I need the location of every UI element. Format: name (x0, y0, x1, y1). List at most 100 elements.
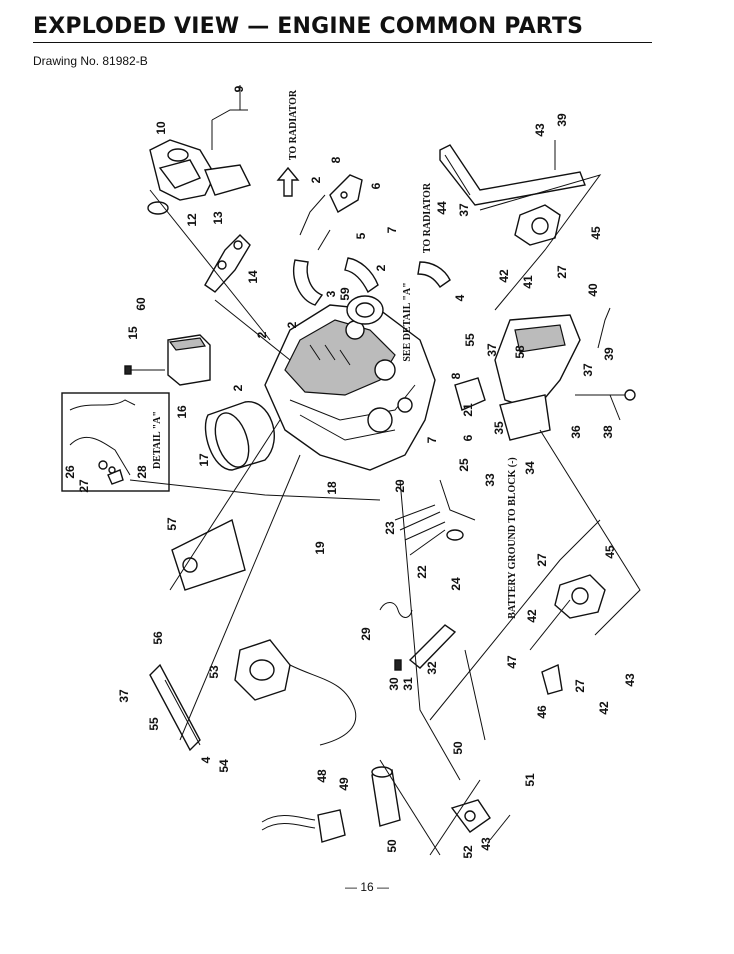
label-19: 19 (313, 541, 327, 555)
label-13: 13 (211, 211, 225, 225)
detail-a-box (61, 392, 170, 492)
label-25: 25 (457, 458, 471, 472)
label-37-d: 37 (117, 689, 131, 703)
label-37-b: 37 (581, 363, 595, 377)
label-36: 36 (569, 425, 583, 439)
label-54: 54 (217, 759, 231, 773)
label-2-b: 2 (231, 384, 245, 391)
drawing-number: Drawing No. 81982-B (33, 54, 148, 68)
gasket-14 (204, 234, 251, 293)
label-56: 56 (151, 631, 165, 645)
label-2-e: 2 (285, 321, 299, 328)
label-42-c: 42 (597, 701, 611, 715)
label-50-a: 50 (451, 741, 465, 755)
callout-to-radiator-2: TO RADIATOR (422, 182, 433, 253)
label-47: 47 (505, 655, 519, 669)
label-29: 29 (359, 627, 373, 641)
label-57: 57 (165, 517, 179, 531)
label-8-a: 8 (329, 156, 343, 163)
label-16: 16 (175, 405, 189, 419)
label-42-b: 42 (525, 609, 539, 623)
label-37-c: 37 (485, 343, 499, 357)
engine-block (264, 304, 436, 471)
label-23: 23 (383, 521, 397, 535)
mounting-rail-upper (439, 144, 586, 206)
label-58: 58 (513, 345, 527, 359)
arrow-icon (276, 166, 300, 197)
label-28: 28 (135, 465, 149, 479)
label-59: 59 (338, 287, 352, 301)
label-24: 24 (449, 577, 463, 591)
label-37-a: 37 (457, 203, 471, 217)
label-38: 38 (601, 425, 615, 439)
label-48: 48 (315, 769, 329, 783)
title-underline (33, 42, 652, 43)
label-9: 9 (232, 85, 246, 92)
label-18: 18 (325, 481, 339, 495)
bracket-assembly-right (494, 314, 636, 441)
air-cleaner-bracket (124, 334, 211, 386)
bracket-bottom-right (450, 799, 511, 841)
label-5: 5 (354, 232, 368, 239)
label-27-b: 27 (77, 479, 91, 493)
leader-lines (129, 85, 641, 856)
label-34: 34 (523, 461, 537, 475)
linkage-parts (394, 479, 476, 556)
callout-battery-ground: BATTERY GROUND TO BLOCK (-) (507, 457, 518, 619)
label-53: 53 (207, 665, 221, 679)
label-15: 15 (126, 326, 140, 340)
label-2-c: 2 (309, 176, 323, 183)
page-number: — 16 — (344, 880, 389, 894)
callout-see-detail-a: SEE DETAIL "A" (402, 282, 413, 361)
spring-and-hose (379, 602, 457, 671)
label-6-a: 6 (369, 182, 383, 189)
part-number-labels: 9 10 12 13 14 15 60 2 16 2 17 8 2 6 7 5 … (63, 85, 637, 858)
thermostat-housing (346, 295, 384, 325)
plate-57 (171, 518, 246, 591)
label-51: 51 (523, 773, 537, 787)
mounting-rail-lower (149, 663, 201, 752)
label-27-a: 27 (555, 265, 569, 279)
label-30: 30 (387, 677, 401, 691)
label-39-b: 39 (602, 347, 616, 361)
label-60: 60 (134, 297, 148, 311)
label-33: 33 (483, 473, 497, 487)
radiator-hoses (293, 194, 451, 306)
label-44: 44 (435, 201, 449, 215)
label-4: 4 (453, 294, 467, 301)
callout-texts: TO RADIATOR TO RADIATOR SEE DETAIL "A" D… (152, 89, 518, 619)
label-40: 40 (586, 283, 600, 297)
label-32: 32 (425, 661, 439, 675)
callout-detail-a: DETAIL "A" (152, 411, 163, 469)
label-45-a: 45 (589, 226, 603, 240)
exhaust-manifold (147, 109, 252, 215)
label-52: 52 (461, 845, 475, 859)
fuel-pump-53 (234, 639, 357, 746)
label-49: 49 (337, 777, 351, 791)
label-43-b: 43 (623, 673, 637, 687)
bracket-21 (454, 377, 486, 411)
label-2-a: 2 (255, 331, 269, 338)
label-10: 10 (154, 121, 168, 135)
label-27-c: 27 (535, 553, 549, 567)
label-46: 46 (535, 705, 549, 719)
label-55-a: 55 (463, 333, 477, 347)
label-41: 41 (521, 275, 535, 289)
label-12: 12 (185, 213, 199, 227)
label-22: 22 (415, 565, 429, 579)
label-7-b: 7 (425, 436, 439, 443)
label-50-b: 50 (385, 839, 399, 853)
label-42-a: 42 (497, 269, 511, 283)
label-14: 14 (246, 270, 260, 284)
air-filter (204, 401, 275, 471)
page-title: EXPLODED VIEW — ENGINE COMMON PARTS (33, 14, 584, 39)
label-4-b: 4 (199, 756, 213, 763)
label-26: 26 (63, 465, 77, 479)
label-45-b: 45 (603, 545, 617, 559)
label-55-b: 55 (147, 717, 161, 731)
label-2-d: 2 (374, 264, 388, 271)
label-39-a: 39 (555, 113, 569, 127)
fuel-filter-assembly (261, 766, 401, 843)
label-20: 20 (393, 479, 407, 493)
